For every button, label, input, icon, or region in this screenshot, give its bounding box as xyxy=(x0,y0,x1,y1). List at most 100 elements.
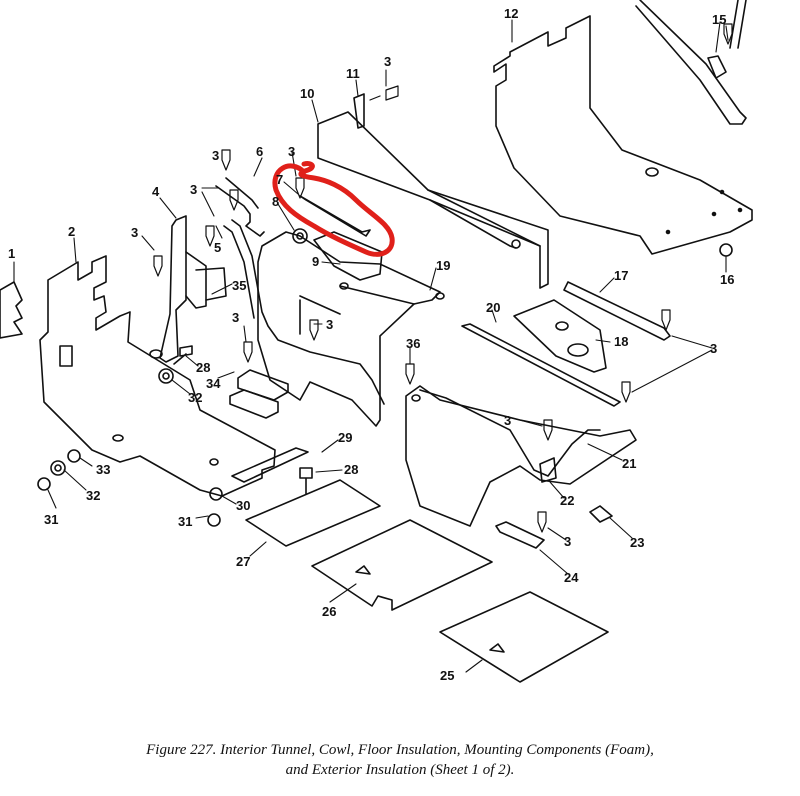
screw xyxy=(205,225,215,247)
part-24-strap xyxy=(495,521,545,549)
callout-2: 2 xyxy=(68,224,75,239)
part-12-bolt-hole-b xyxy=(719,189,725,195)
part-27-foam-pad xyxy=(245,479,381,547)
part-15-strap xyxy=(635,0,747,125)
part-9-block xyxy=(313,231,383,281)
part-29-strip xyxy=(231,447,309,483)
callout-28: 28 xyxy=(196,360,210,375)
callout-3: 3 xyxy=(190,182,197,197)
part-5-rod-b xyxy=(223,225,255,319)
callout-16: 16 xyxy=(720,272,734,287)
callout-3: 3 xyxy=(710,341,717,356)
part-32-washer-inner xyxy=(54,464,62,472)
part-10-cowl xyxy=(317,111,549,289)
part-2-hole xyxy=(112,434,124,442)
part-31-nut-left xyxy=(37,477,51,491)
callout-19: 19 xyxy=(436,258,450,273)
screw xyxy=(543,419,553,441)
screw xyxy=(723,23,733,45)
callout-1: 1 xyxy=(8,246,15,261)
callout-31: 31 xyxy=(178,514,192,529)
screw xyxy=(405,363,415,385)
screw xyxy=(153,255,163,277)
part-10-bolt xyxy=(511,239,521,249)
part-22-bracket xyxy=(539,457,557,483)
part-30-washer xyxy=(209,487,223,501)
part-15-tube xyxy=(729,0,747,49)
leader-lines xyxy=(13,19,729,673)
callout-9: 9 xyxy=(312,254,319,269)
callout-27: 27 xyxy=(236,554,250,569)
callout-7: 7 xyxy=(276,172,283,187)
part-12-bolt-hole-a xyxy=(711,211,717,217)
callout-4: 4 xyxy=(152,184,160,199)
part-23-bolt xyxy=(589,505,613,523)
part-34-bracket xyxy=(237,369,289,401)
callout-35: 35 xyxy=(232,278,246,293)
callout-22: 22 xyxy=(560,493,574,508)
part-12-hole xyxy=(645,167,659,177)
callout-11: 11 xyxy=(346,66,360,81)
callout-21: 21 xyxy=(622,456,636,471)
screw xyxy=(369,85,399,101)
part-32-washer-b-inner xyxy=(162,372,170,380)
callout-34: 34 xyxy=(206,376,221,391)
callout-3: 3 xyxy=(131,225,138,240)
part-21-tunnel xyxy=(405,385,637,527)
part-8-foam-mount xyxy=(292,228,308,244)
callout-3: 3 xyxy=(504,413,511,428)
screw-group xyxy=(153,23,733,533)
callout-33: 33 xyxy=(96,462,110,477)
part-18-hole-a xyxy=(567,343,589,357)
callout-6: 6 xyxy=(256,144,263,159)
part-19-tunnel xyxy=(257,231,441,427)
callout-15: 15 xyxy=(712,12,726,27)
part-35-bracket xyxy=(185,251,207,309)
part-35-bracket-b xyxy=(195,267,227,301)
callout-3: 3 xyxy=(384,54,391,69)
part-17-strap xyxy=(563,281,671,341)
callout-18: 18 xyxy=(614,334,628,349)
part-28-bolt-left xyxy=(173,345,193,365)
part-12-floor-panel xyxy=(493,15,753,255)
callout-28: 28 xyxy=(344,462,358,477)
part-4-foot xyxy=(149,349,163,359)
part-19-hole xyxy=(339,282,349,290)
callout-29: 29 xyxy=(338,430,352,445)
part-26-notch xyxy=(355,565,371,575)
callout-3: 3 xyxy=(212,148,219,163)
part-31-nut xyxy=(207,513,221,527)
part-33-washer xyxy=(67,449,81,463)
part-16-nut xyxy=(719,243,733,257)
callout-3: 3 xyxy=(326,317,333,332)
callout-5: 5 xyxy=(214,240,221,255)
callout-32: 32 xyxy=(188,390,202,405)
part-21-hole xyxy=(411,394,421,402)
figure-caption-line-2: and Exterior Insulation (Sheet 1 of 2). xyxy=(285,762,515,778)
screw xyxy=(221,149,231,171)
part-25-foam-pad xyxy=(439,591,609,683)
callout-23: 23 xyxy=(630,535,644,550)
callout-30: 30 xyxy=(236,498,250,513)
callout-31: 31 xyxy=(44,512,58,527)
callout-24: 24 xyxy=(564,570,579,585)
part-21-rod xyxy=(419,389,601,477)
callout-3: 3 xyxy=(288,144,295,159)
callout-36: 36 xyxy=(406,336,420,351)
part-4-bracket xyxy=(159,215,187,363)
figure-caption-line-1: Figure 227. Interior Tunnel, Cowl, Floor… xyxy=(146,742,654,758)
part-25-notch xyxy=(489,643,505,653)
screw xyxy=(229,189,239,211)
callout-32: 32 xyxy=(86,488,100,503)
part-6-rod-b xyxy=(225,177,259,209)
part-6-rod xyxy=(215,185,265,237)
screw xyxy=(243,341,253,363)
part-12-bolt-hole-c xyxy=(737,207,743,213)
part-19-hole-b xyxy=(435,292,445,300)
part-8-foam-mount-inner xyxy=(296,232,304,240)
part-20-rod xyxy=(461,323,621,407)
callout-20: 20 xyxy=(486,300,500,315)
callout-17: 17 xyxy=(614,268,628,283)
part-34-bracket-b xyxy=(229,389,279,419)
callout-25: 25 xyxy=(440,668,454,683)
